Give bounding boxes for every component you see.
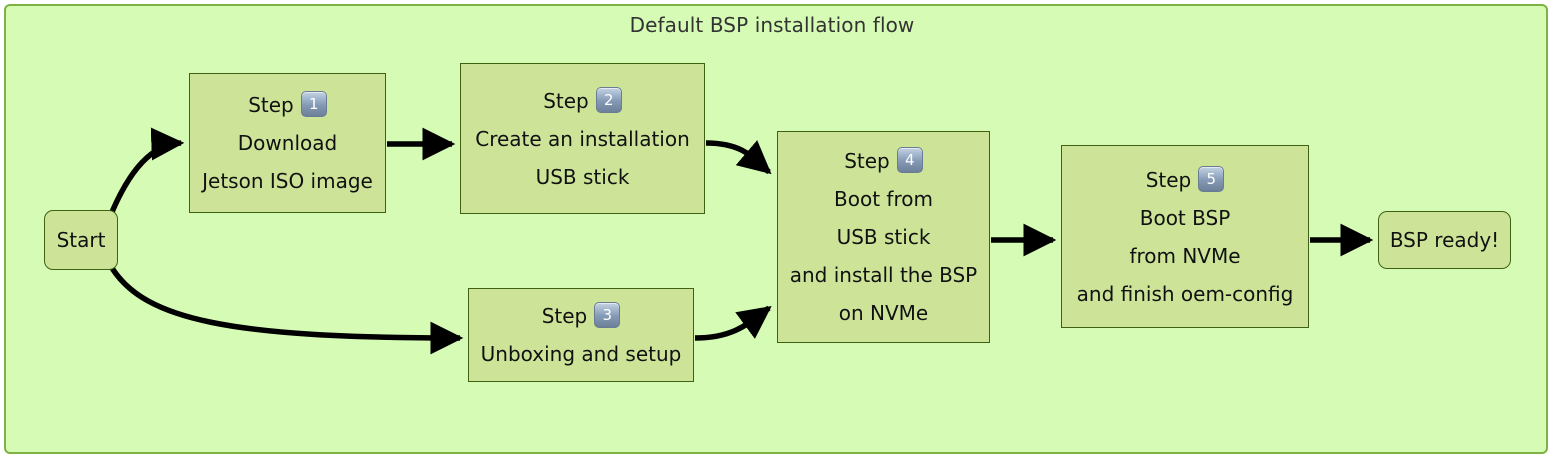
node-step-2-line-1: Create an installation	[475, 126, 690, 151]
node-step-3-header: Step 3	[542, 297, 621, 335]
node-step-4-step-label: Step	[844, 149, 890, 173]
node-step-4-line-4: on NVMe	[838, 301, 929, 325]
keycap-2-icon: 2	[595, 86, 622, 113]
node-step-2-step-label: Step	[543, 88, 589, 113]
node-start-label: Start	[56, 228, 106, 252]
node-step-5-line-3: and finish oem-config	[1076, 281, 1294, 306]
node-step-5[interactable]: Step 5 Boot BSP from NVMe and finish oem…	[1061, 145, 1309, 328]
node-bsp-ready-label: BSP ready!	[1389, 228, 1500, 252]
node-step-4-line-1: Boot from	[834, 187, 933, 211]
keycap-5-icon: 5	[1198, 165, 1225, 192]
node-step-4-line-2: USB stick	[836, 225, 931, 249]
keycap-4-icon: 4	[896, 147, 923, 173]
node-step-1-line-1: Download	[237, 131, 338, 155]
diagram-title: Default BSP installation flow	[629, 13, 915, 37]
keycap-1-icon: 1	[300, 91, 327, 117]
node-step-5-step-label: Step	[1145, 167, 1192, 192]
node-step-2-line-2: USB stick	[535, 164, 630, 189]
node-step-5-header: Step 5	[1146, 161, 1225, 199]
node-step-1[interactable]: Step 1 Download Jetson ISO image	[189, 73, 386, 213]
node-step-1-line-2: Jetson ISO image	[202, 169, 373, 193]
node-step-3-step-label: Step	[541, 304, 588, 328]
node-step-3[interactable]: Step 3 Unboxing and setup	[468, 288, 694, 382]
node-step-5-line-2: from NVMe	[1129, 243, 1241, 268]
node-start[interactable]: Start	[44, 210, 118, 270]
node-step-5-line-1: Boot BSP	[1139, 205, 1231, 230]
node-step-4[interactable]: Step 4 Boot from USB stick and install t…	[777, 131, 990, 343]
node-step-1-header: Step 1	[248, 86, 327, 124]
node-step-4-header: Step 4	[844, 142, 923, 180]
node-step-4-line-3: and install the BSP	[789, 263, 978, 287]
node-bsp-ready[interactable]: BSP ready!	[1378, 211, 1511, 269]
diagram-container	[4, 4, 1548, 454]
node-step-3-line-1: Unboxing and setup	[480, 342, 682, 366]
node-step-2-header: Step 2	[543, 82, 622, 120]
keycap-3-icon: 3	[594, 302, 621, 328]
node-step-1-step-label: Step	[248, 93, 294, 117]
node-step-2[interactable]: Step 2 Create an installation USB stick	[460, 63, 705, 214]
